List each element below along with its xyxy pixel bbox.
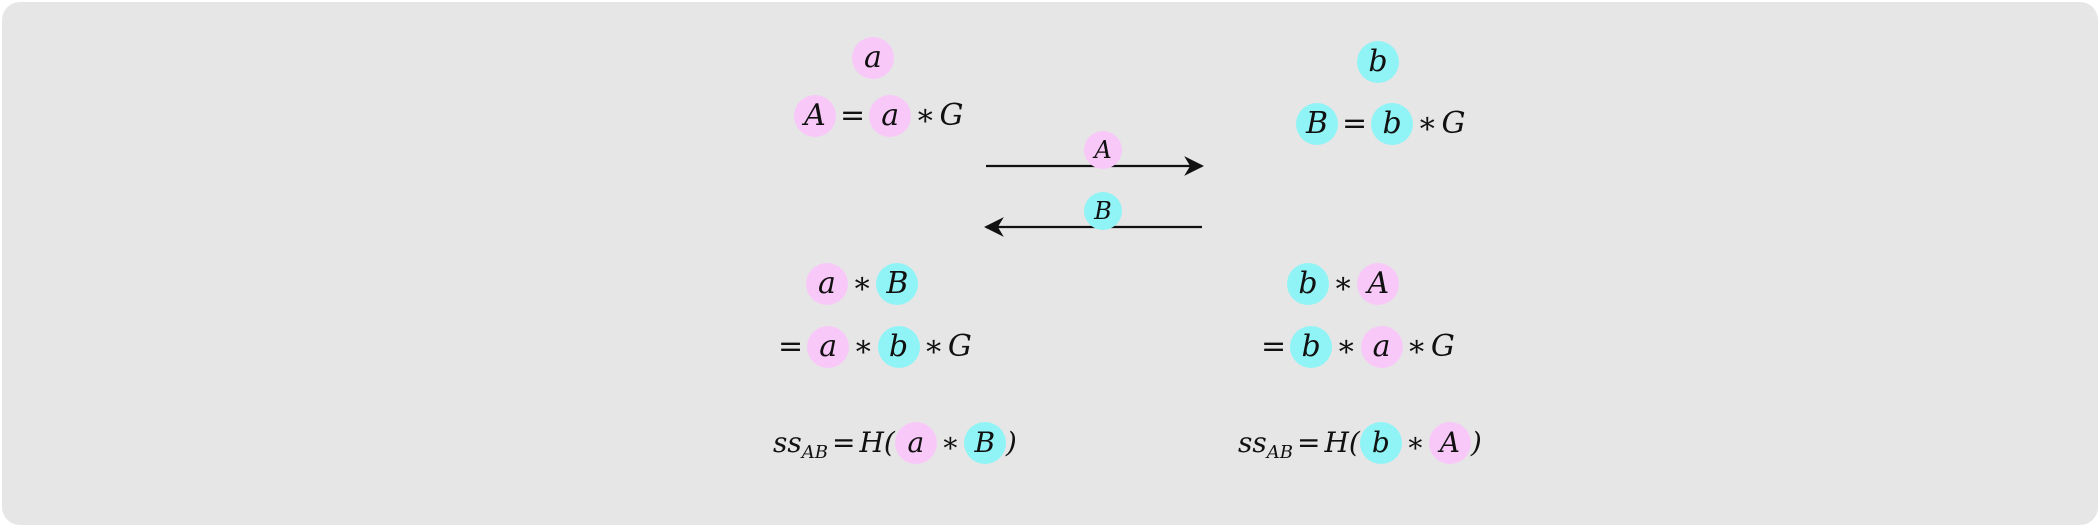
bob-shared-secret: ssAB=H(b∗A) (1238, 426, 1482, 463)
alice-expand: =a∗b∗G (778, 329, 972, 364)
alice-combine: a∗B (806, 265, 918, 303)
exchange-label-B: B (1082, 195, 1124, 227)
bob-secret: b (1357, 43, 1399, 81)
exchange-label-A: A (1082, 134, 1124, 166)
bob-expand: =b∗a∗G (1261, 329, 1455, 364)
alice-secret: a (852, 39, 894, 77)
bob-public-key: B=b∗G (1296, 105, 1466, 143)
alice-shared-secret: ssAB=H(a∗B) (773, 426, 1017, 463)
bob-combine: b∗A (1287, 265, 1399, 303)
alice-public-key: A=a∗G (794, 97, 963, 135)
